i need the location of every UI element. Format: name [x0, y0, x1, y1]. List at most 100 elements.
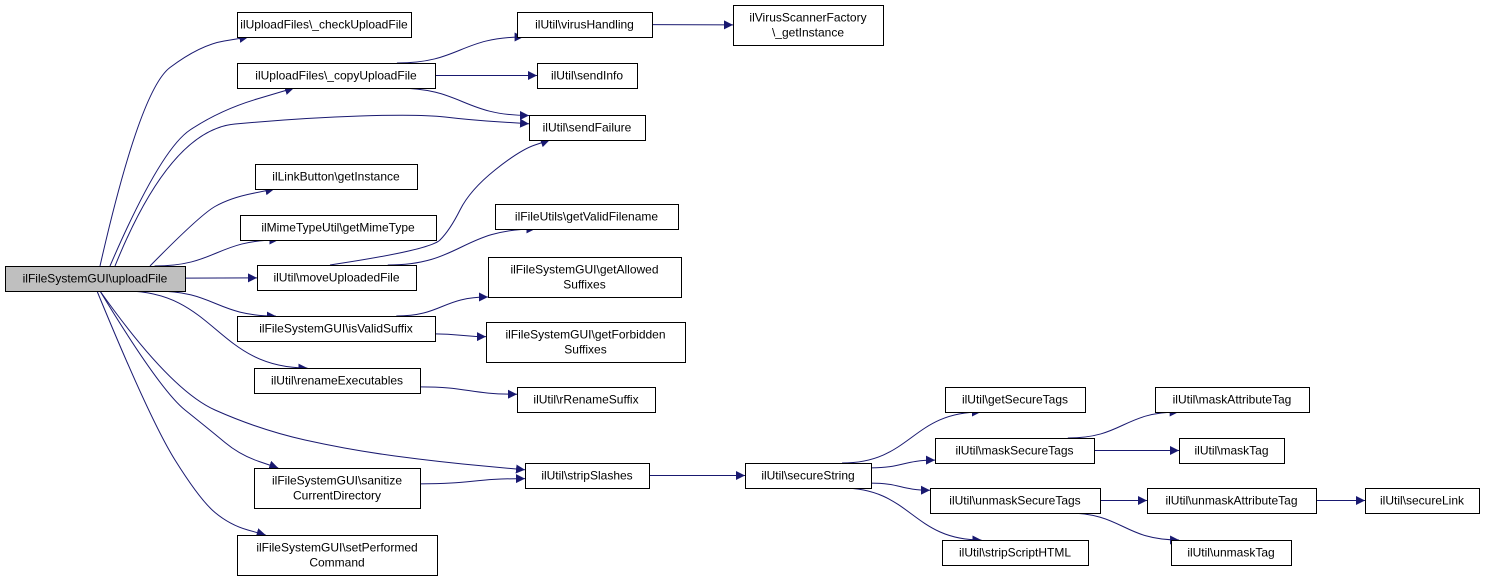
node-getSecureTags[interactable]: ilUtil\getSecureTags [945, 387, 1086, 413]
node-unmaskAttr[interactable]: ilUtil\unmaskAttributeTag [1147, 488, 1317, 514]
node-box [488, 257, 682, 298]
node-box [537, 63, 638, 89]
edge-sanitize-to-stripSlashes [419, 474, 526, 485]
node-renameExec[interactable]: ilUtil\renameExecutables [254, 368, 421, 394]
edge-maskSecureTags-to-maskAttr [1067, 407, 1179, 439]
node-box [1147, 488, 1317, 514]
node-stripSlashes[interactable]: ilUtil\stripSlashes [525, 463, 650, 489]
node-label: ilUtil\unmaskSecureTags [949, 494, 1080, 508]
node-box [495, 204, 679, 230]
node-unmaskTag[interactable]: ilUtil\unmaskTag [1171, 540, 1292, 566]
edge-line [124, 290, 308, 373]
edge-root-to-linkButton [149, 186, 275, 267]
node-isValidSuffix[interactable]: ilFileSystemGUI\isValidSuffix [237, 316, 436, 342]
node-label: ilUtil\unmaskAttributeTag [1165, 494, 1297, 508]
node-box [237, 12, 412, 38]
node-label: ilFileSystemGUI\uploadFile [23, 272, 168, 286]
edge-line [149, 186, 275, 267]
edge-renameExec-to-rRename [419, 386, 518, 399]
edge-line [396, 292, 489, 317]
node-box [517, 387, 656, 413]
node-secureLink[interactable]: ilUtil\secureLink [1365, 488, 1480, 514]
node-label: ilUtil\maskTag [1194, 444, 1268, 458]
node-box [1365, 488, 1480, 514]
edge-line [842, 407, 981, 464]
node-box [1155, 387, 1310, 413]
node-box [529, 115, 646, 141]
edge-line [396, 32, 524, 64]
node-label: ilFileSystemGUI\getAllowed [510, 263, 658, 277]
node-label: ilFileSystemGUI\setPerformed [256, 541, 417, 555]
node-root[interactable]: ilFileSystemGUI\uploadFile [5, 266, 186, 292]
node-label: ilUtil\maskSecureTags [955, 444, 1073, 458]
node-label: ilUploadFiles\_copyUploadFile [255, 69, 417, 83]
node-sendInfo[interactable]: ilUtil\sendInfo [537, 63, 638, 89]
edge-line [387, 224, 536, 266]
node-box [255, 164, 418, 190]
node-virusFactory[interactable]: ilVirusScannerFactory\_getInstance [733, 5, 884, 46]
edge-line [419, 386, 518, 399]
edge-line [96, 290, 266, 537]
node-box [486, 322, 686, 363]
node-mimeType[interactable]: ilMimeTypeUtil\getMimeType [240, 215, 437, 241]
node-sendFailure[interactable]: ilUtil\sendFailure [529, 115, 646, 141]
node-label: ilUtil\unmaskTag [1187, 546, 1274, 560]
node-box [5, 266, 186, 292]
node-label: ilUtil\secureLink [1380, 494, 1465, 508]
nodes-layer: ilFileSystemGUI\uploadFile ilUploadFiles\… [5, 5, 1480, 576]
edge-isValidSuffix-to-allowedSuffixes [396, 292, 489, 317]
edge-root-to-sendFailure [114, 114, 530, 267]
node-moveUploaded[interactable]: ilUtil\moveUploadedFile [257, 265, 417, 291]
node-box [517, 12, 653, 38]
node-virusHandling[interactable]: ilUtil\virusHandling [517, 12, 653, 38]
node-label: CurrentDirectory [293, 489, 381, 503]
edge-isValidSuffix-to-forbiddenSuffixes [434, 332, 487, 342]
node-copyUpload[interactable]: ilUploadFiles\_copyUploadFile [237, 63, 436, 89]
node-unmaskSecureTags[interactable]: ilUtil\unmaskSecureTags [930, 488, 1101, 514]
edge-unmaskSecureTags-to-unmaskTag [1066, 512, 1180, 545]
node-label: ilLinkButton\getInstance [272, 170, 400, 184]
node-box [942, 540, 1089, 566]
edge-line [870, 482, 931, 495]
edge-secureString-to-getSecureTags [842, 407, 981, 464]
edge-root-to-setPerformed [96, 290, 266, 537]
node-box [240, 215, 437, 241]
edge-line [155, 290, 276, 321]
edge-secureString-to-maskSecureTags [870, 455, 936, 469]
edge-root-to-stripSlashes [99, 290, 526, 474]
node-label: ilFileSystemGUI\sanitize [272, 474, 402, 488]
node-box [935, 438, 1095, 464]
edge-root-to-copyUpload [109, 86, 295, 267]
edge-copyUpload-to-virusHandling [396, 32, 524, 64]
node-box [1179, 438, 1285, 464]
node-label: ilUtil\secureString [761, 469, 854, 483]
node-box [254, 468, 421, 509]
node-maskSecureTags[interactable]: ilUtil\maskSecureTags [935, 438, 1095, 464]
node-maskTag[interactable]: ilUtil\maskTag [1179, 438, 1285, 464]
node-validFilename[interactable]: ilFileUtils\getValidFilename [495, 204, 679, 230]
node-linkButton[interactable]: ilLinkButton\getInstance [255, 164, 418, 190]
node-checkUpload[interactable]: ilUploadFiles\_checkUploadFile [237, 12, 412, 38]
node-stripScript[interactable]: ilUtil\stripScriptHTML [942, 540, 1089, 566]
node-box [1171, 540, 1292, 566]
node-label: Suffixes [563, 278, 605, 292]
node-label: ilMimeTypeUtil\getMimeType [261, 221, 415, 235]
node-label: ilUtil\virusHandling [535, 18, 634, 32]
node-label: ilUtil\renameExecutables [271, 374, 403, 388]
node-secureString[interactable]: ilUtil\secureString [745, 463, 872, 489]
node-maskAttr[interactable]: ilUtil\maskAttributeTag [1155, 387, 1310, 413]
edge-secureString-to-unmaskSecureTags [870, 482, 931, 495]
edge-copyUpload-to-sendFailure [396, 87, 530, 120]
edge-line [419, 474, 526, 485]
node-rRename[interactable]: ilUtil\rRenameSuffix [517, 387, 656, 413]
node-label: ilFileSystemGUI\isValidSuffix [259, 322, 413, 336]
edge-moveUploaded-to-sendFailure [329, 138, 550, 266]
node-label: ilUtil\stripScriptHTML [959, 546, 1071, 560]
edge-line [1067, 407, 1179, 439]
node-label: ilUtil\sendFailure [543, 121, 632, 135]
